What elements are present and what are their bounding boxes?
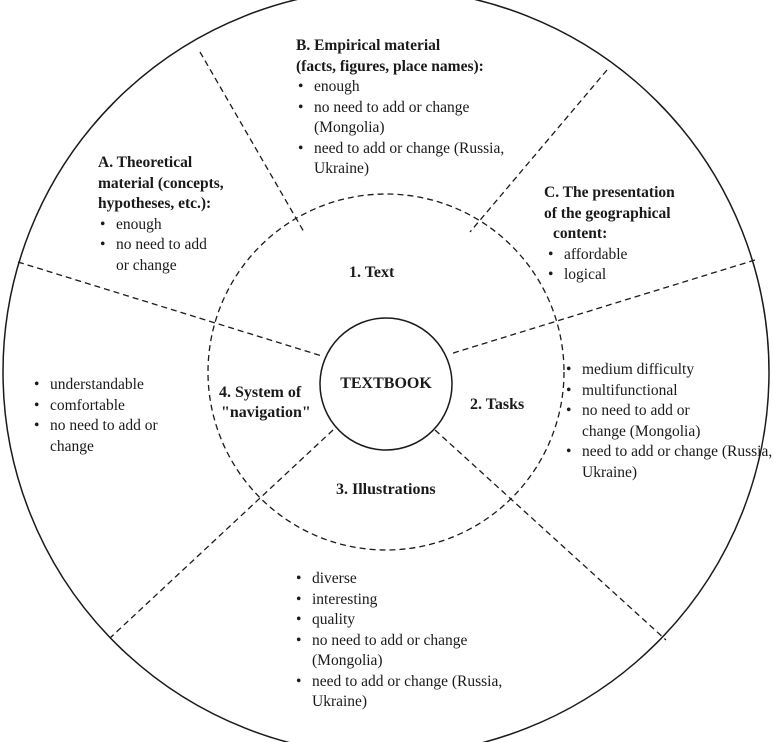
navigation-label-line2: "navigation" <box>221 404 311 421</box>
list-item: logical <box>548 265 714 286</box>
sector-theoretical: A. Theoretical material (concepts, hypot… <box>98 153 283 276</box>
sector-heading-line: A. Theoretical <box>98 154 193 171</box>
list-item: medium difficulty <box>566 360 766 381</box>
list-item: no need to add or change (Mongolia) <box>296 631 527 672</box>
list-item: enough <box>298 77 513 98</box>
navigation-label-line1: 4. System of <box>219 384 302 401</box>
list-item: need to add or change (Russia, Ukraine) <box>298 139 513 180</box>
center-circle <box>319 317 453 451</box>
inner-label-text: 1. Text <box>349 264 395 281</box>
sector-heading-line: material (concepts, <box>98 174 224 192</box>
sector-heading-line: (facts, figures, place names): <box>296 57 484 75</box>
inner-label-illustrations: 3. Illustrations <box>336 481 436 498</box>
sector-heading-line: of the geographical <box>544 204 671 222</box>
list-item: no need to add or change (Mongolia) <box>298 98 513 139</box>
sector-navigation: understandable comfortable no need to ad… <box>34 375 184 457</box>
sector-heading-line: C. The presentation <box>544 184 675 201</box>
list-item: understandable <box>34 375 184 396</box>
sector-heading-line: hypotheses, etc.): <box>98 195 212 212</box>
list-item: need to add or change (Russia, Ukraine) <box>566 442 774 483</box>
sector-heading-line: B. Empirical material <box>296 37 441 54</box>
divider-empirical-presentation <box>469 69 608 233</box>
list-item: multifunctional <box>566 381 766 402</box>
sector-empirical: B. Empirical material (facts, figures, p… <box>296 36 521 180</box>
list-item: diverse <box>296 569 516 590</box>
divider-theory-navigation <box>17 261 323 357</box>
inner-label-tasks: 2. Tasks <box>470 396 525 413</box>
inner-label-navigation: 4. System of "navigation" <box>219 383 321 423</box>
divider-tasks-illustrations <box>434 429 667 641</box>
middle-dashed-circle <box>207 193 565 551</box>
list-item: affordable <box>548 245 714 266</box>
center-label: TEXTBOOK <box>340 375 432 392</box>
list-item: enough <box>100 215 220 236</box>
list-item: interesting <box>296 590 516 611</box>
list-item: quality <box>296 610 516 631</box>
sector-heading-line: content: <box>553 225 608 242</box>
list-item: comfortable <box>34 396 184 417</box>
list-item: no need to add or change <box>34 416 185 457</box>
list-item: no need to add or change (Mongolia) <box>566 401 702 442</box>
sector-presentation: C. The presentation of the geographical … <box>544 183 714 286</box>
divider-theory-empirical <box>199 51 305 233</box>
divider-navigation-illustrations <box>109 429 334 639</box>
list-item: no need to add or change <box>100 235 220 276</box>
list-item: need to add or change (Russia, Ukraine) <box>296 672 507 713</box>
sector-illustrations: diverse interesting quality no need to a… <box>296 569 516 713</box>
sector-tasks: medium difficulty multifunctional no nee… <box>566 360 772 483</box>
